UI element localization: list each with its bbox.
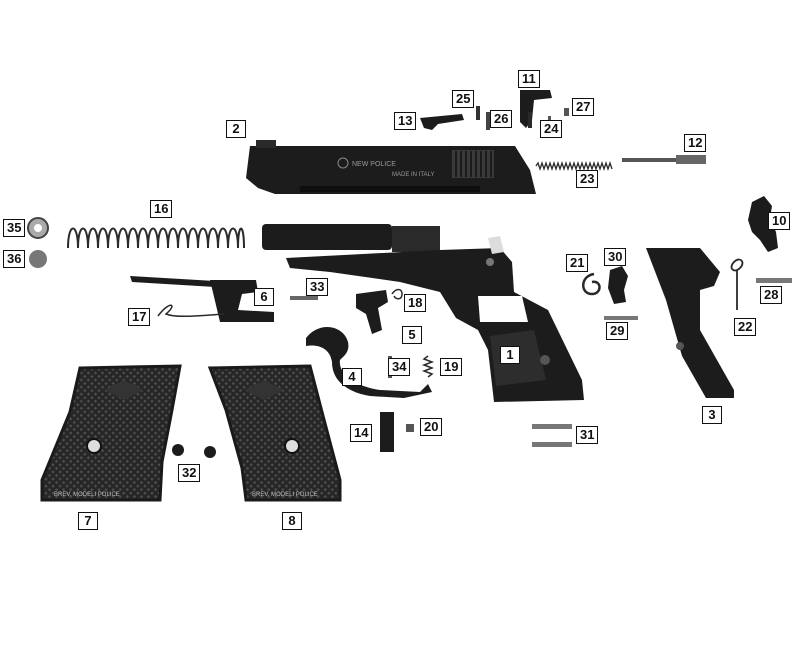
part-28-pin: [756, 278, 792, 283]
grip-right-engraving: BREV. MODELI POLICE: [252, 492, 318, 498]
part-32-screw-a: [172, 444, 184, 456]
part-21-spring: [582, 272, 601, 296]
part-25-pin: [476, 106, 480, 120]
part-label-36: 36: [3, 250, 26, 268]
part-20-piece: [406, 424, 414, 432]
part-label-24: 24: [540, 120, 563, 138]
slide-engraving-1: NEW POLICE: [352, 161, 396, 168]
part-label-8: 8: [282, 512, 302, 530]
part-32-screw-b: [204, 446, 216, 458]
part-label-16: 16: [150, 200, 173, 218]
part-label-6: 6: [254, 288, 274, 306]
slide: NEW POLICE MADE IN ITALY: [246, 140, 536, 194]
part-label-28: 28: [760, 286, 783, 304]
part-label-21: 21: [566, 254, 589, 272]
part-26-pin: [486, 112, 490, 130]
part-label-26: 26: [490, 110, 513, 128]
part-3-frame-insert: [646, 248, 734, 398]
part-19-spring: [421, 355, 435, 378]
part-label-29: 29: [606, 322, 629, 340]
part-7-grip-left: BREV. MODELI POLICE: [40, 364, 182, 502]
part-label-33: 33: [306, 278, 329, 296]
part-label-14: 14: [350, 424, 373, 442]
part-label-11: 11: [518, 70, 540, 88]
part-31-pin-a: [532, 424, 572, 429]
grip-left-engraving: BREV. MODELI POLICE: [54, 492, 120, 498]
part-13-shape: [420, 114, 464, 130]
part-5-sear: [356, 290, 388, 334]
slide-engraving-2: MADE IN ITALY: [392, 172, 434, 178]
part-label-22: 22: [734, 318, 757, 336]
part-label-3: 3: [702, 406, 722, 424]
part-label-5: 5: [402, 326, 422, 344]
part-12-guide-rod: [622, 155, 706, 164]
part-18-spring: [391, 288, 403, 300]
part-27-shape: [564, 108, 569, 116]
part-label-31: 31: [576, 426, 599, 444]
part-label-4: 4: [342, 368, 362, 386]
part-label-13: 13: [394, 112, 417, 130]
part-4-trigger: [306, 326, 432, 398]
part-label-17: 17: [128, 308, 151, 326]
part-24-shape: [548, 116, 551, 122]
part-22-spring: [730, 258, 744, 310]
part-31-pin-b: [532, 442, 572, 447]
part-label-35: 35: [3, 219, 26, 237]
part-30-shape: [608, 266, 628, 304]
part-label-2: 2: [226, 120, 246, 138]
part-16-spring: [67, 227, 245, 249]
part-33-pin: [290, 296, 318, 300]
part-29-pin: [604, 316, 638, 320]
part-label-7: 7: [78, 512, 98, 530]
part-17-wire: [157, 304, 225, 318]
part-label-18: 18: [404, 294, 427, 312]
part-8-grip-right: BREV. MODELI POLICE: [207, 364, 342, 502]
part-label-32: 32: [178, 464, 201, 482]
part-label-10: 10: [768, 212, 791, 230]
part-label-12: 12: [684, 134, 707, 152]
part-label-25: 25: [452, 90, 475, 108]
part-14-block: [380, 412, 394, 452]
part-label-19: 19: [440, 358, 463, 376]
part-label-23: 23: [576, 170, 599, 188]
part-label-34: 34: [388, 358, 411, 376]
part-label-1: 1: [500, 346, 520, 364]
part-23-spring: [535, 160, 613, 172]
part-6-shape: [210, 280, 274, 322]
part-36-disc: [29, 250, 47, 268]
part-label-27: 27: [572, 98, 595, 116]
part-label-20: 20: [420, 418, 443, 436]
part-label-30: 30: [604, 248, 627, 266]
part-10-hammer: [748, 196, 778, 252]
